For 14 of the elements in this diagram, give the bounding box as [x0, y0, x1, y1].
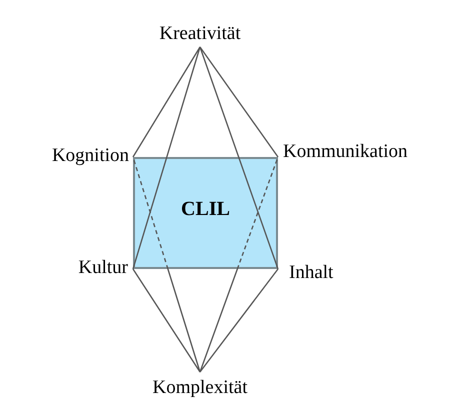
edge-line: [199, 46, 279, 270]
edge-line: [132, 268, 201, 372]
vertex-label: Kultur: [78, 257, 128, 279]
center-label: CLIL: [181, 198, 230, 220]
vertex-label: Komplexität: [152, 377, 248, 399]
edge-line: [132, 46, 201, 158]
edge-line: [199, 156, 279, 372]
vertex-label: Kognition: [52, 145, 129, 167]
vertex-label: Kreativität: [159, 23, 241, 45]
vertex-label: Inhalt: [289, 262, 334, 284]
edge-line: [199, 268, 279, 372]
edge-line: [132, 46, 201, 270]
edge-line: [199, 46, 279, 158]
vertex-label: Kommunikation: [283, 141, 408, 163]
